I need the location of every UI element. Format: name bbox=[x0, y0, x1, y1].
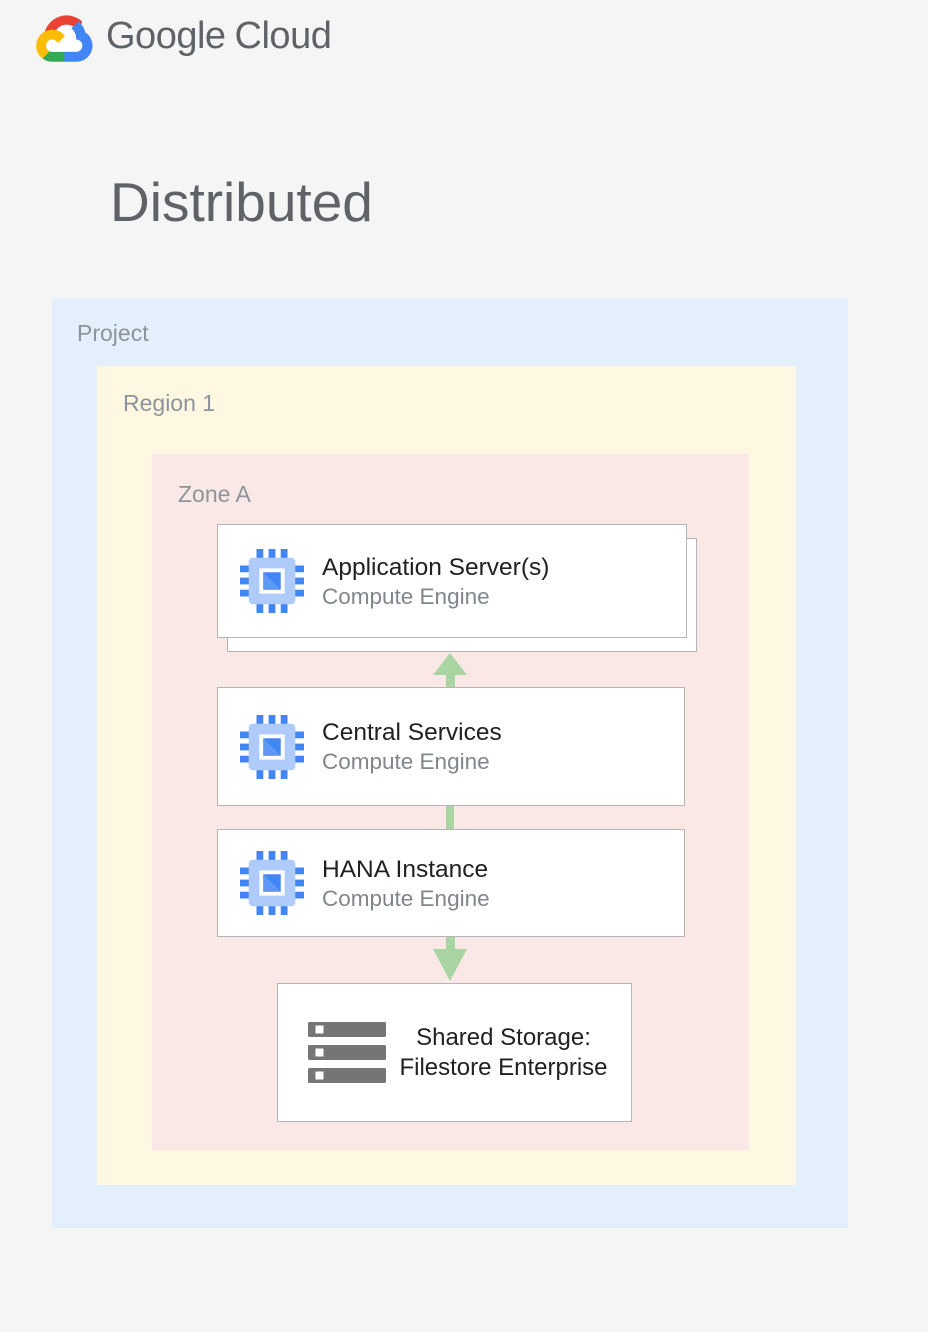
zone-container: Zone A bbox=[152, 454, 749, 1150]
card-title: Shared Storage: Filestore Enterprise bbox=[399, 1023, 608, 1081]
logo-google-word: Google bbox=[106, 14, 226, 57]
card-text: Application Server(s) Compute Engine bbox=[322, 552, 549, 611]
card-title: HANA Instance bbox=[322, 855, 489, 883]
card-subtitle: Compute Engine bbox=[322, 583, 490, 609]
compute-engine-icon bbox=[240, 549, 304, 613]
arrow-up-stem bbox=[445, 675, 455, 687]
card-text: Central Services Compute Engine bbox=[322, 717, 502, 776]
arrow-down-head bbox=[433, 949, 467, 981]
project-label: Project bbox=[77, 320, 149, 346]
central-services-card: Central Services Compute Engine bbox=[217, 687, 685, 806]
region-container: Region 1 Zone A bbox=[97, 366, 796, 1185]
hana-instance-card: HANA Instance Compute Engine bbox=[217, 829, 685, 937]
region-label: Region 1 bbox=[123, 390, 216, 416]
logo-cloud-word: Cloud bbox=[234, 14, 332, 57]
filestore-icon bbox=[308, 1021, 386, 1083]
app-servers-card: Application Server(s) Compute Engine bbox=[217, 524, 687, 638]
card-title: Central Services bbox=[322, 719, 502, 746]
arrow-up-head bbox=[433, 653, 467, 675]
card-subtitle: Compute Engine bbox=[322, 885, 490, 911]
arrow-up-connector bbox=[433, 653, 467, 687]
page-title: Distributed bbox=[110, 171, 373, 233]
zone-label: Zone A bbox=[178, 481, 251, 507]
project-container: Project Region 1 Zone A bbox=[52, 298, 848, 1228]
card-text: HANA Instance Compute Engine bbox=[322, 854, 490, 913]
line-connector bbox=[446, 806, 454, 829]
compute-engine-icon bbox=[240, 851, 304, 915]
card-title: Application Server(s) bbox=[322, 553, 550, 581]
arrow-down-stem bbox=[445, 937, 455, 949]
compute-engine-icon bbox=[240, 714, 304, 779]
shared-storage-card: Shared Storage: Filestore Enterprise bbox=[277, 983, 632, 1122]
card-subtitle: Compute Engine bbox=[322, 749, 490, 774]
google-cloud-logo-icon bbox=[36, 15, 93, 62]
arrow-down-connector bbox=[433, 937, 467, 981]
